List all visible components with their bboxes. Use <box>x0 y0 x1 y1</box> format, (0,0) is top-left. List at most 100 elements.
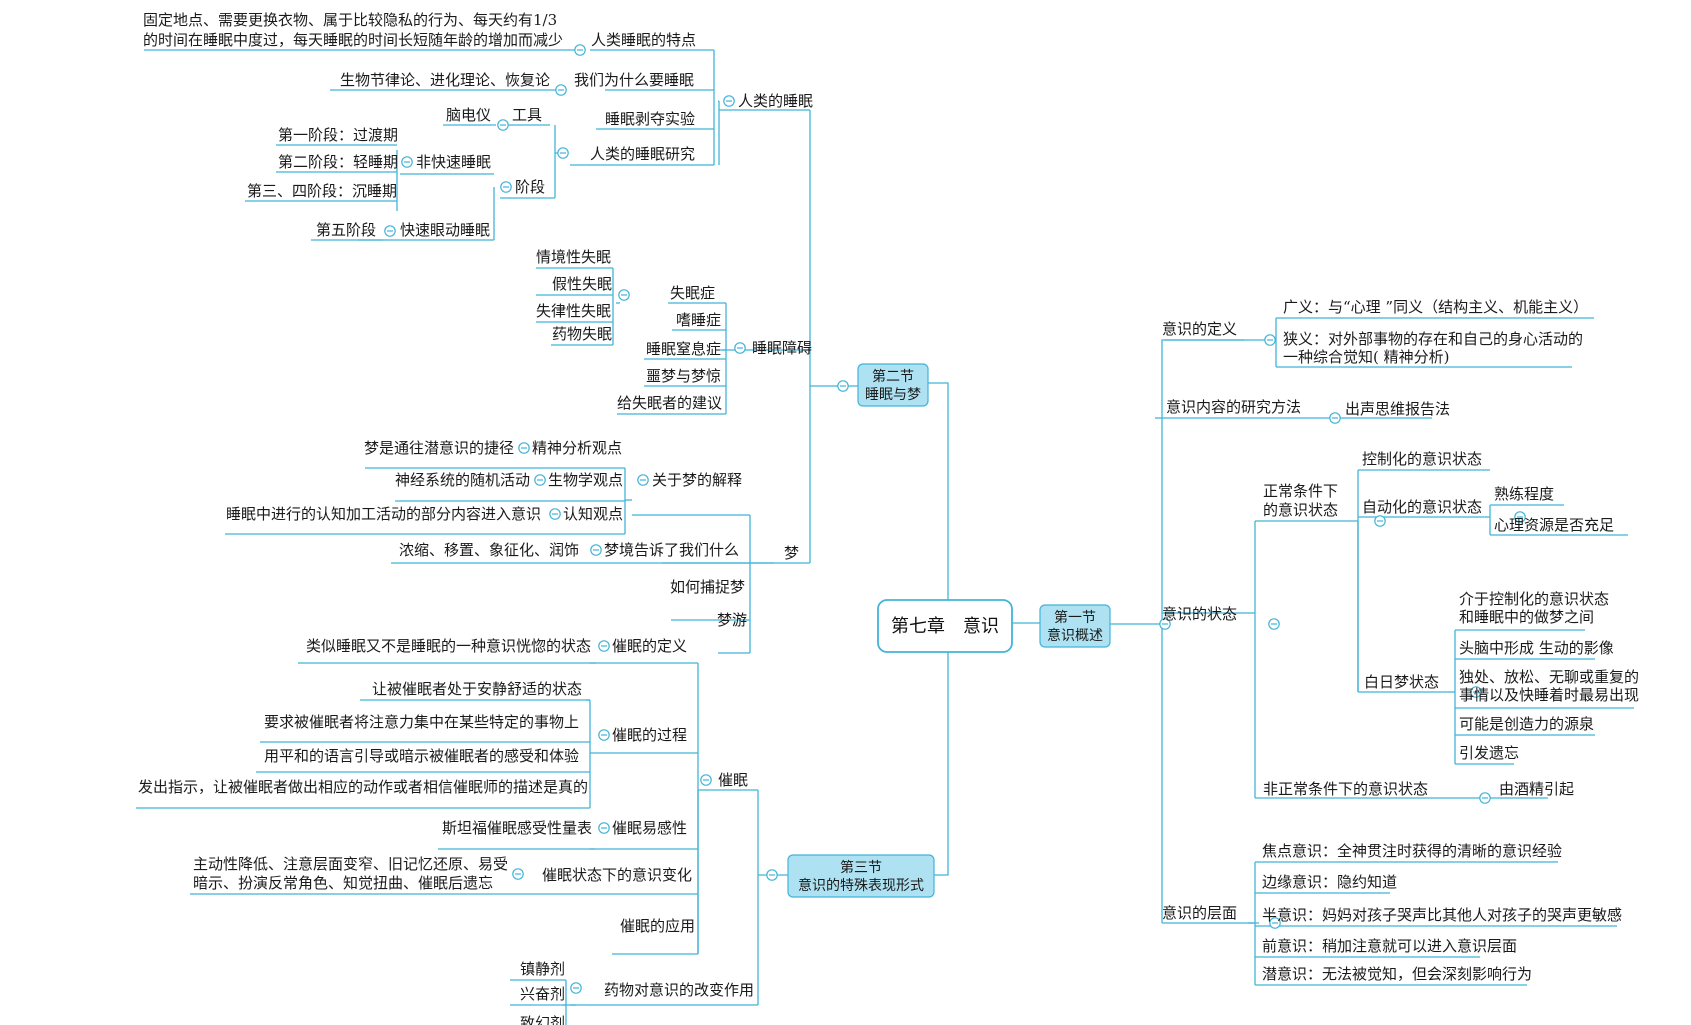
collapse-icon-psa[interactable] <box>518 442 530 454</box>
deprivation-label: 睡眠剥夺实验 <box>605 110 695 128</box>
section-3-branch: 催眠 类似睡眠又不是睡眠的一种意识恍惚的状态 催眠的定义 催眠的过程 让被催眠者… <box>138 637 754 1025</box>
root-label: 第七章 意识 <box>891 616 999 637</box>
drugs-label[interactable]: 药物对意识的改变作用 <box>604 981 754 999</box>
collapse-icon-why[interactable] <box>555 84 567 96</box>
sleepwalk-label: 梦游 <box>717 611 747 629</box>
collapse-icon-normal[interactable] <box>1374 515 1386 527</box>
collapse-icon-states[interactable] <box>1268 618 1280 630</box>
daydream-2: 头脑中形成 生动的影像 <box>1459 639 1614 657</box>
insomnia-1: 情境性失眠 <box>536 248 611 266</box>
collapse-icon-definition[interactable] <box>1264 334 1276 346</box>
stage-1: 第一阶段：过渡期 <box>278 126 398 144</box>
hypnosis-label[interactable]: 催眠 <box>718 771 748 789</box>
collapse-icon-features[interactable] <box>574 44 586 56</box>
features-label[interactable]: 人类睡眠的特点 <box>591 31 696 49</box>
change-text-2: 暗示、扮演反常角色、知觉扭曲、催眠后遗忘 <box>193 874 493 892</box>
section-2-line2: 睡眠与梦 <box>865 387 921 403</box>
scale-label: 斯坦福催眠感受性量表 <box>442 819 592 837</box>
process-label[interactable]: 催眠的过程 <box>612 726 687 744</box>
daydream-state[interactable]: 白日梦状态 <box>1364 673 1439 691</box>
level-pre: 前意识：稍加注意就可以进入意识层面 <box>1262 937 1517 955</box>
level-sub: 潜意识：无法被觉知，但会深刻影响行为 <box>1262 965 1532 983</box>
collapse-icon-hypnosis[interactable] <box>700 774 712 786</box>
collapse-icon-sec3[interactable] <box>766 869 778 881</box>
daydream-3b: 事情以及快睡着时最易出现 <box>1459 686 1639 704</box>
nrem-label[interactable]: 非快速睡眠 <box>416 153 491 171</box>
collapse-icon-change[interactable] <box>512 868 524 880</box>
tells-value: 浓缩、移置、象征化、润饰 <box>399 541 579 559</box>
collapse-icon-explain[interactable] <box>637 474 649 486</box>
normal-label-2[interactable]: 的意识状态 <box>1263 501 1338 519</box>
collapse-icon-rem[interactable] <box>384 225 396 237</box>
section-1-node[interactable]: 第一节 意识概述 <box>1039 604 1111 648</box>
apply-label: 催眠的应用 <box>620 917 695 935</box>
stage-5: 第五阶段 <box>316 221 376 239</box>
collapse-icon-research[interactable] <box>557 147 569 159</box>
research-label[interactable]: 人类的睡眠研究 <box>590 145 695 163</box>
advice-label: 给失眠者的建议 <box>617 394 722 412</box>
levels-label[interactable]: 意识的层面 <box>1162 904 1237 922</box>
collapse-icon-insomnia[interactable] <box>618 289 630 301</box>
level-marginal: 边缘意识：隐约知道 <box>1262 873 1397 891</box>
method-value: 出声思维报告法 <box>1345 400 1450 418</box>
collapse-icon-abnormal[interactable] <box>1479 792 1491 804</box>
collapse-icon-disorders[interactable] <box>734 342 746 354</box>
collapse-icon-drugs[interactable] <box>570 982 582 994</box>
abnormal-state[interactable]: 非正常条件下的意识状态 <box>1263 780 1428 798</box>
section-1-branch: 意识的定义 广义：与“心理 ”同义（结构主义、机能主义） 狭义：对外部事物的存在… <box>1162 298 1639 983</box>
definition-label[interactable]: 意识的定义 <box>1162 320 1237 338</box>
collapse-icon-suscept[interactable] <box>598 822 610 834</box>
states-label[interactable]: 意识的状态 <box>1162 605 1237 623</box>
bio-value: 神经系统的随机活动 <box>395 471 530 489</box>
why-label[interactable]: 我们为什么要睡眠 <box>574 71 694 89</box>
normal-label-1[interactable]: 正常条件下 <box>1263 482 1338 500</box>
level-focal: 焦点意识：全神贯注时获得的清晰的意识经验 <box>1262 842 1562 860</box>
dream-label[interactable]: 梦 <box>784 544 799 562</box>
collapse-icon-nrem[interactable] <box>401 156 413 168</box>
auto-resources: 心理资源是否充足 <box>1494 516 1614 534</box>
collapse-icon-tells[interactable] <box>590 544 602 556</box>
disorders-label[interactable]: 睡眠障碍 <box>752 339 812 357</box>
collapse-icon-stage[interactable] <box>500 181 512 193</box>
abnormal-alcohol: 由酒精引起 <box>1499 780 1574 798</box>
stage-2: 第二阶段：轻睡期 <box>278 153 398 171</box>
collapse-icon-cog[interactable] <box>549 508 561 520</box>
section-2-branch: 人类的睡眠 固定地点、需要更换衣物、属于比较隐私的行为、每天约有1/3 的时间在… <box>143 11 813 629</box>
nightmare-label: 噩梦与梦惊 <box>646 367 721 385</box>
section-2-node[interactable]: 第二节 睡眠与梦 <box>857 363 929 407</box>
explain-label[interactable]: 关于梦的解释 <box>652 471 742 489</box>
definition-narrow-2: 一种综合觉知( 精神分析) <box>1283 348 1449 366</box>
drug-1: 镇静剂 <box>520 960 565 978</box>
collapse-icon-def[interactable] <box>598 640 610 652</box>
process-1: 让被催眠者处于安静舒适的状态 <box>372 680 582 698</box>
human-sleep-label[interactable]: 人类的睡眠 <box>738 92 813 110</box>
collapse-icon-process[interactable] <box>598 729 610 741</box>
tool-label[interactable]: 工具 <box>512 106 542 124</box>
hypersomnia-label: 嗜睡症 <box>676 311 721 329</box>
capture-label: 如何捕捉梦 <box>670 578 745 596</box>
collapse-icon-method[interactable] <box>1329 412 1341 424</box>
collapse-icon-human-sleep[interactable] <box>723 95 735 107</box>
tells-label: 梦境告诉了我们什么 <box>604 541 739 559</box>
stage-label[interactable]: 阶段 <box>515 178 545 196</box>
collapse-icon-bio[interactable] <box>534 474 546 486</box>
root-node[interactable]: 第七章 意识 <box>877 599 1013 653</box>
insomnia-label[interactable]: 失眠症 <box>670 284 715 302</box>
collapse-icon-sec2[interactable] <box>837 380 849 392</box>
collapse-icon-tool[interactable] <box>497 119 509 131</box>
auto-state[interactable]: 自动化的意识状态 <box>1362 498 1482 516</box>
rem-label: 快速眼动睡眠 <box>400 221 490 239</box>
change-label[interactable]: 催眠状态下的意识变化 <box>542 866 692 884</box>
cog-label: 认知观点 <box>563 505 623 523</box>
level-semi: 半意识：妈妈对孩子哭声比其他人对孩子的哭声更敏感 <box>1262 906 1622 924</box>
definition-narrow-1: 狭义：对外部事物的存在和自己的身心活动的 <box>1283 330 1583 348</box>
insomnia-4: 药物失眠 <box>552 325 612 343</box>
daydream-4: 可能是创造力的源泉 <box>1459 715 1594 733</box>
bio-label: 生物学观点 <box>548 471 623 489</box>
method-label[interactable]: 意识内容的研究方法 <box>1166 398 1301 416</box>
daydream-5: 引发遗忘 <box>1459 744 1519 762</box>
section-3-node[interactable]: 第三节 意识的特殊表现形式 <box>787 854 935 898</box>
apnea-label: 睡眠窒息症 <box>646 340 721 358</box>
features-text-2: 的时间在睡眠中度过，每天睡眠的时间长短随年龄的增加而减少 <box>143 31 563 49</box>
